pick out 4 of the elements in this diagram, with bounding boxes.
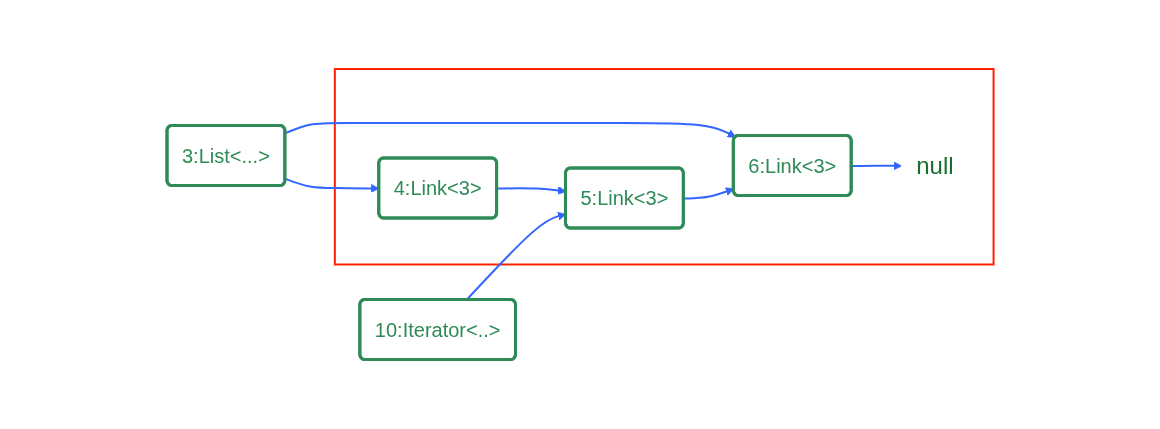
arrow: [284, 122, 736, 138]
node-text: null: [915, 151, 954, 179]
cluster: [333, 68, 995, 266]
arrow: [850, 161, 902, 171]
